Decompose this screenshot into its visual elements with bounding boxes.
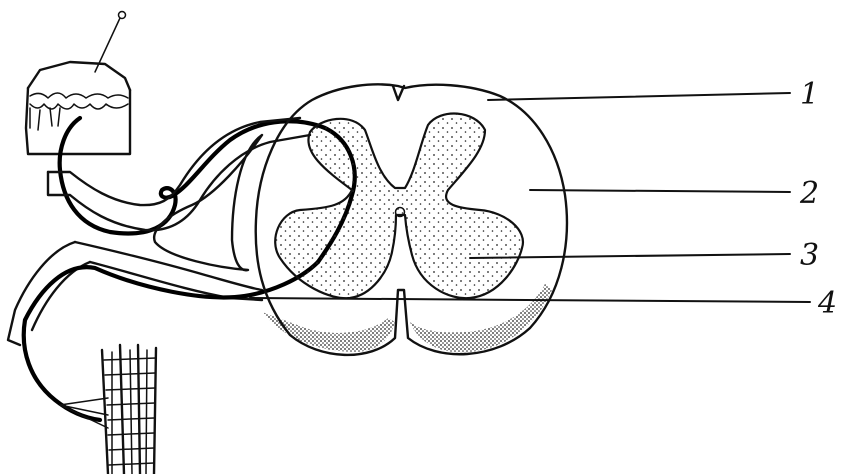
leader-line-4 [250, 298, 810, 302]
label-1: 1 [800, 77, 819, 112]
spinal-nerve-sheath [8, 118, 310, 345]
label-2: 2 [799, 176, 819, 211]
grey-matter [275, 114, 523, 299]
dorsal-root-ganglion [154, 135, 262, 270]
muscle-effector-icon [60, 345, 156, 474]
label-3: 3 [800, 238, 819, 273]
leader-line-2 [530, 190, 790, 192]
motor-neuron-fiber [24, 262, 318, 420]
dorsal-median-sulcus [393, 86, 404, 100]
spinal-cord [256, 84, 567, 355]
ventral-horn-shading [262, 312, 395, 352]
leader-line-1 [488, 93, 790, 100]
label-4: 4 [817, 286, 837, 321]
skin-receptor-icon [26, 12, 130, 155]
